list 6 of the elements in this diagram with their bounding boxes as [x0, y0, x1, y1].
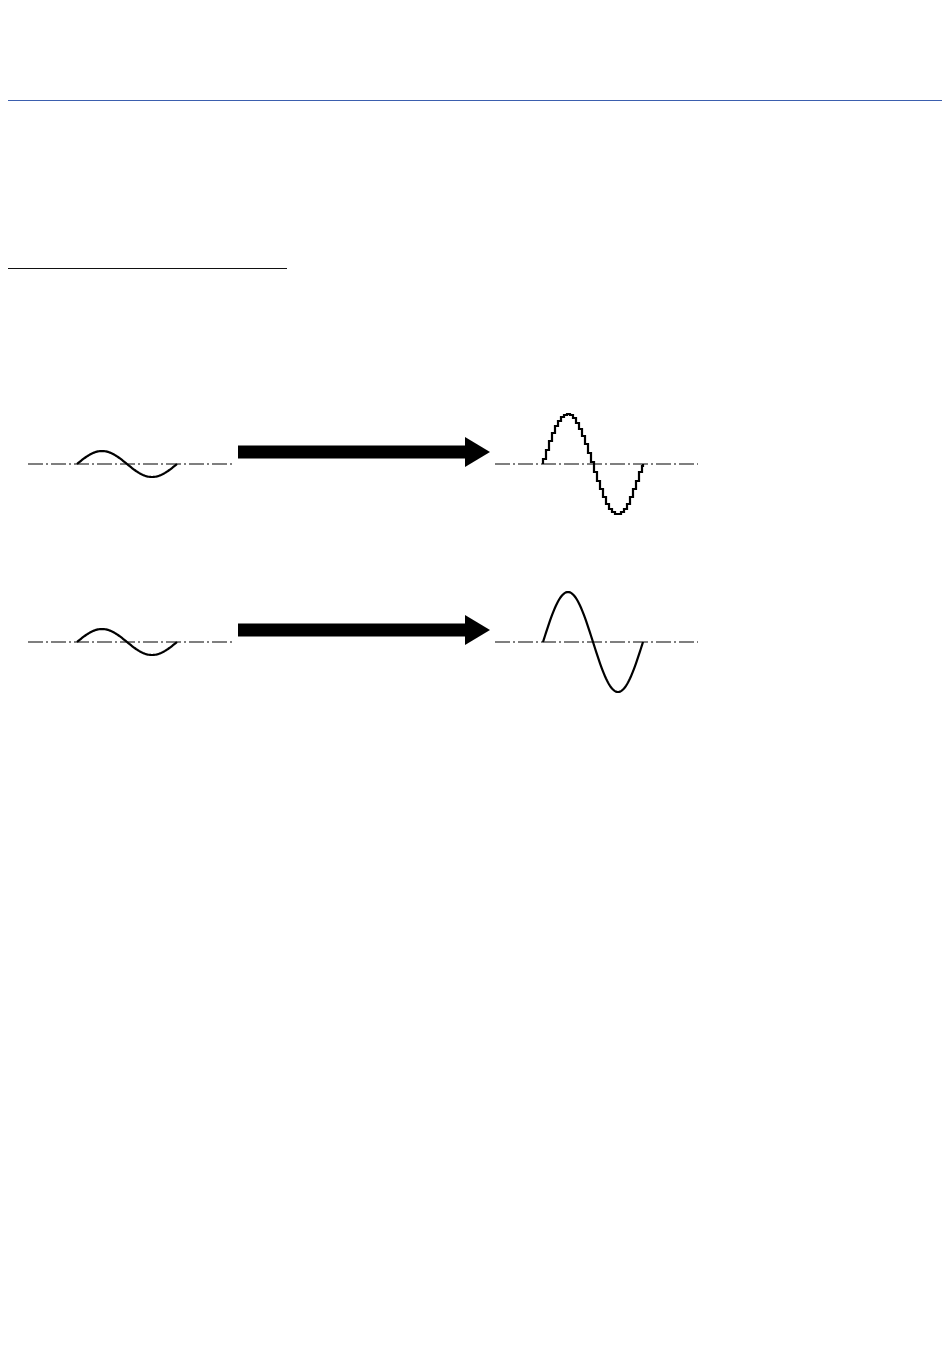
block-arrow: [238, 615, 490, 645]
small-sine-wave-drawing: [27, 448, 234, 480]
stepped-sine-wave-drawing: [494, 412, 700, 516]
large-sine-wave-drawing: [494, 590, 700, 694]
small-sine-wave-drawing: [27, 626, 234, 658]
block-arrow: [238, 437, 490, 467]
